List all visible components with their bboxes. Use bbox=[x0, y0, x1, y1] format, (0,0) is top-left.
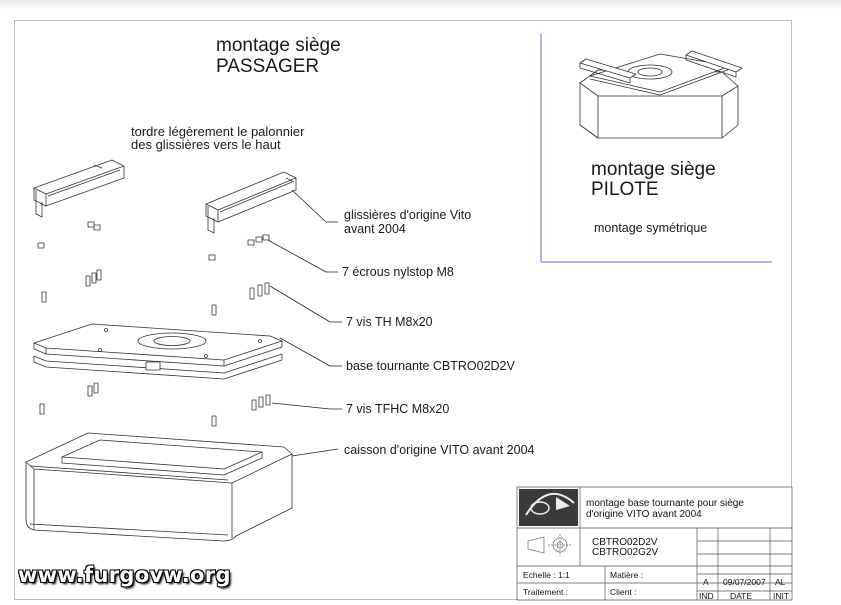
tb-header-ind: IND bbox=[699, 591, 714, 601]
top-strip bbox=[0, 0, 841, 10]
passenger-title-line2: PASSAGER bbox=[216, 56, 320, 77]
right-rail bbox=[205, 171, 297, 234]
callout-rails-line1: glissières d'origine Vito bbox=[344, 208, 472, 222]
pilot-title-line2: PILOTE bbox=[591, 179, 659, 200]
left-rail bbox=[33, 159, 125, 218]
nylstop-nuts bbox=[247, 234, 270, 246]
bend-note-line2: des glissières vers le haut bbox=[131, 137, 281, 152]
tb-header-init: INIT bbox=[773, 591, 790, 601]
tfhc-screws bbox=[39, 382, 271, 427]
tb-ref-line2: CBTRO02G2V bbox=[592, 547, 659, 558]
watermark-url: www.furgovw.org bbox=[18, 563, 231, 587]
tb-ref-line1: CBTRO02D2V bbox=[592, 537, 658, 548]
drawing-frame bbox=[14, 20, 792, 600]
tb-description-line2: d'origine VITO avant 2004 bbox=[586, 509, 702, 520]
rotating-base bbox=[33, 323, 283, 380]
pilot-note: montage symétrique bbox=[594, 221, 708, 235]
tb-matiere: Matière : bbox=[610, 570, 644, 580]
tb-description-line1: montage base tournante pour siège bbox=[586, 498, 744, 509]
tb-client: Client : bbox=[610, 587, 637, 597]
company-logo-icon bbox=[519, 489, 578, 526]
pilot-title-line1: montage siège bbox=[591, 159, 716, 180]
seat-box bbox=[25, 432, 293, 542]
callout-base: base tournante CBTRO02D2V bbox=[346, 359, 515, 373]
callout-screws-tfhc: 7 vis TFHC M8x20 bbox=[346, 402, 450, 416]
tb-rev-date: 09/07/2007 bbox=[723, 577, 766, 587]
callout-rails-line2: avant 2004 bbox=[344, 222, 406, 236]
th-screws bbox=[249, 282, 270, 300]
tb-header-date: DATE bbox=[730, 591, 753, 601]
loose-fasteners bbox=[37, 221, 217, 316]
passenger-title-line1: montage siège bbox=[216, 35, 341, 56]
tb-rev-letter: A bbox=[703, 577, 709, 587]
callout-screws-th: 7 vis TH M8x20 bbox=[346, 315, 433, 329]
tb-traitement: Traitement : bbox=[523, 587, 569, 597]
bend-note-line1: tordre légèrement le palonnier bbox=[131, 124, 305, 139]
tb-rev-init: AL bbox=[775, 577, 786, 587]
callout-box: caisson d'origine VITO avant 2004 bbox=[344, 443, 535, 457]
pilot-assembly-sketch bbox=[579, 50, 743, 139]
projection-symbol-icon bbox=[527, 534, 572, 556]
callout-nuts: 7 écrous nylstop M8 bbox=[342, 265, 454, 279]
tb-echelle: Echelle : 1:1 bbox=[523, 570, 570, 580]
leader-lines bbox=[267, 189, 342, 457]
